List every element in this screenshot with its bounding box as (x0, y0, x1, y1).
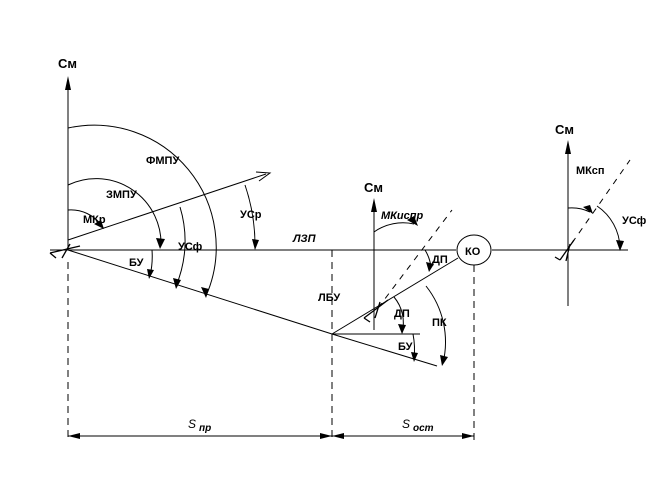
dp-top-arc-arrowhead (426, 262, 434, 272)
bu-left-arc-arrowhead (147, 269, 154, 279)
label-fmpu: ФМПУ (146, 155, 179, 167)
meridian-right-arrowhead (565, 140, 571, 154)
ko-circle (456, 234, 492, 266)
usf-right-arc-arrowhead (616, 240, 624, 251)
bu-right-arc-arrowhead (411, 352, 418, 362)
mkispr-arc (373, 222, 415, 233)
label-usr: УСр (240, 209, 262, 221)
s-pr-arrow-right (320, 433, 332, 439)
mksp-arc-arrowhead (583, 205, 593, 214)
zmpu-arc-arrowhead (156, 238, 165, 249)
label-mksp: МКсп (576, 165, 605, 177)
zmpu-arc (67, 178, 162, 247)
s-ost-arrow-right (462, 433, 474, 439)
label-dp-top: ДП (432, 254, 448, 266)
label-mkispr: МКиспр (381, 210, 423, 222)
label-lzp: ЛЗП (292, 233, 317, 245)
label-s-pr-main: S (188, 417, 196, 431)
label-s-ost-sub: ост (413, 423, 434, 434)
meridian-left-arrowhead (65, 76, 71, 90)
fmpu-arc-arrowhead (201, 287, 209, 298)
course-line (67, 173, 267, 241)
usf-right-arc (596, 205, 621, 249)
actual-track-line (67, 249, 333, 335)
fmpu-arc (67, 124, 217, 297)
track-continuation-line (331, 333, 438, 367)
correction-course-line (331, 257, 459, 335)
pk-arc-arrowhead (440, 355, 448, 366)
label-lbu: ЛБУ (318, 292, 340, 304)
label-mkr: МКр (83, 214, 106, 226)
usf-left-arc-arrowhead (173, 278, 181, 289)
aircraft-right-icon (554, 239, 575, 262)
label-sm-mid: См (364, 180, 383, 195)
usf-left-arc (175, 206, 186, 287)
mksp-arc (567, 207, 591, 213)
course-arrowhead (255, 171, 272, 182)
right-dashed-heading (571, 159, 631, 244)
label-sm-right: См (555, 122, 574, 137)
label-usf-right: УСф (622, 215, 647, 227)
mkispr-dashed-heading (377, 209, 453, 309)
label-bu-left: БУ (129, 257, 144, 269)
label-sm-left: См (58, 56, 77, 71)
label-s-ost-main: S (402, 417, 410, 431)
dp-bottom-arc-arrowhead (398, 324, 406, 334)
s-ost-arrow-left (332, 433, 344, 439)
pk-arc (425, 285, 446, 364)
aircraft-mid-icon (363, 299, 389, 323)
usr-arc-arrowhead (252, 239, 259, 250)
meridian-mid-arrowhead (371, 198, 377, 212)
label-pk: ПК (432, 317, 447, 329)
label-ko: КО (465, 246, 481, 258)
label-s-pr-sub: пр (199, 423, 211, 434)
aircraft-start-icon (49, 243, 81, 259)
mkr-arc-arrowhead (94, 220, 104, 229)
label-bu-right: БУ (398, 341, 413, 353)
s-pr-arrow-left (68, 433, 80, 439)
mkispr-arc-arrowhead (407, 216, 418, 226)
label-usf-left: УСф (178, 241, 203, 253)
label-dp-bottom: ДП (394, 308, 410, 320)
label-zmpu: ЗМПУ (106, 189, 137, 201)
